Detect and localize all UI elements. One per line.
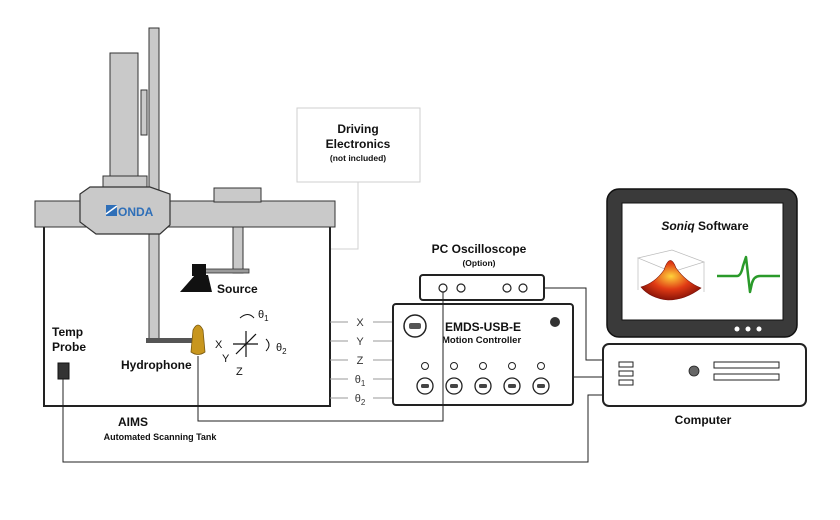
- driving-electronics: Driving Electronics (not included): [253, 107, 421, 250]
- source-transducer-neck: [192, 264, 206, 276]
- driving-electronics-note: (not included): [330, 153, 386, 163]
- controller-status-led: [550, 317, 560, 327]
- controller-port-slot-2: [479, 384, 487, 388]
- scanning-tank: ONDA Source Hydrophone Temp Probe X Y Z …: [34, 27, 336, 442]
- controller-ports: [416, 362, 550, 395]
- channel-label-0: X: [356, 317, 364, 329]
- gantry-post-bracket: [140, 89, 148, 136]
- axis-y-label: Y: [222, 353, 230, 365]
- tank-sublabel: Automated Scanning Tank: [104, 432, 218, 442]
- monitor-button-1: [734, 326, 740, 332]
- onda-carriage: [79, 186, 171, 235]
- computer-slot-1: [618, 361, 634, 368]
- oscilloscope-usb-cable: [544, 287, 603, 361]
- axis-z-label: Z: [236, 366, 243, 378]
- computer-base: [602, 343, 807, 407]
- axis-theta2-label: θ2: [276, 342, 287, 356]
- controller-port-slot-0: [421, 384, 429, 388]
- driving-electronics-title-line2: Electronics: [326, 137, 391, 151]
- motion-controller: EMDS-USB-E Motion Controller: [392, 303, 574, 406]
- oscilloscope-title: PC Oscilloscope: [432, 242, 527, 256]
- cabling: [62, 287, 603, 463]
- controller-port-slot-1: [450, 384, 458, 388]
- computer-power-button: [688, 365, 700, 377]
- onda-brand: ONDA: [118, 205, 154, 219]
- computer-label: Computer: [675, 413, 732, 427]
- axis-x-label: X: [215, 339, 223, 351]
- onda-logo-icon: [105, 205, 118, 216]
- hydrophone-label: Hydrophone: [121, 358, 192, 372]
- oscilloscope-note: (Option): [462, 258, 495, 268]
- controller-led-1: [450, 362, 458, 370]
- source-rod: [232, 226, 244, 274]
- computer-slot-3: [618, 379, 634, 386]
- driving-electronics-box: [296, 107, 421, 183]
- source-carriage: [213, 187, 262, 203]
- computer-drive-2: [713, 373, 780, 381]
- pc-oscilloscope: PC Oscilloscope (Option): [419, 242, 545, 301]
- controller-port-slot-4: [537, 384, 545, 388]
- scan-arm: [148, 27, 160, 343]
- hydrophone-cable: [197, 292, 444, 422]
- controller-port-slot-3: [508, 384, 516, 388]
- source-label: Source: [217, 282, 258, 296]
- tank-label: AIMS: [118, 415, 148, 429]
- channel-label-4: θ2: [355, 393, 366, 407]
- computer-slot-2: [618, 370, 634, 377]
- controller-led-2: [479, 362, 487, 370]
- channel-label-1: Y: [356, 336, 364, 348]
- controller-subtitle: Motion Controller: [442, 335, 521, 346]
- temp-probe-cable: [62, 379, 603, 463]
- source-transducer-icon: [180, 275, 212, 292]
- hydrophone-icon: [190, 324, 206, 355]
- computer-drive-1: [713, 361, 780, 369]
- gantry-post: [109, 52, 139, 180]
- oscilloscope-port-3: [502, 283, 512, 293]
- controller-led-3: [508, 362, 516, 370]
- oscilloscope-port-2: [456, 283, 466, 293]
- oscilloscope-port-4: [518, 283, 528, 293]
- surface-plot-icon: [636, 249, 706, 301]
- temp-probe-label-line1: Temp: [52, 325, 83, 339]
- monitor-button-3: [756, 326, 762, 332]
- temp-probe-icon: [57, 362, 70, 380]
- hydrophone-arm: [146, 338, 194, 343]
- monitor-button-2: [745, 326, 751, 332]
- computer: Soniq Software Computer: [602, 188, 807, 427]
- tank-body: [43, 225, 331, 407]
- temp-probe-label-line2: Probe: [52, 340, 86, 354]
- controller-body: [392, 303, 574, 406]
- controller-title: EMDS-USB-E: [445, 320, 521, 334]
- channel-label-3: θ1: [355, 374, 366, 388]
- software-name: Soniq Software: [661, 219, 749, 233]
- axis-theta1-label: θ1: [258, 309, 269, 323]
- oscilloscope-port-1: [438, 283, 448, 293]
- controller-led-0: [421, 362, 429, 370]
- controller-power-switch-icon: [409, 323, 421, 329]
- axis-symbol: X Y Z θ1 θ2: [215, 309, 287, 378]
- driving-electronics-title-line1: Driving: [337, 122, 378, 136]
- controller-led-4: [537, 362, 545, 370]
- waveform-icon: [717, 255, 780, 294]
- channel-label-2: Z: [357, 355, 364, 367]
